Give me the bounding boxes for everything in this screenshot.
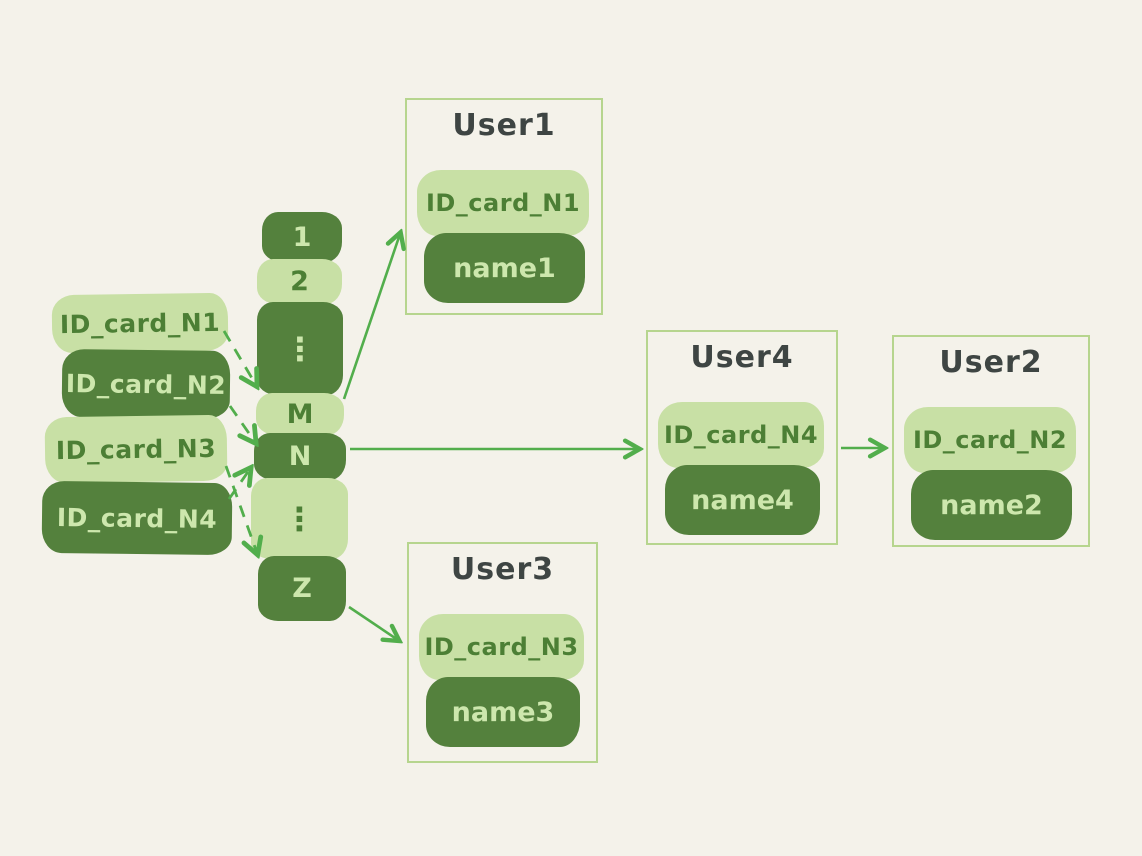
user4-name-pill: name4 bbox=[665, 465, 820, 535]
user-box-user1: User1 ID_card_N1 name1 bbox=[405, 98, 603, 315]
user2-title: User2 bbox=[939, 345, 1043, 380]
edge-bucket-z-to-user3 bbox=[348, 605, 398, 640]
user4-title: User4 bbox=[690, 340, 794, 375]
bucket-1: 1 bbox=[262, 212, 342, 262]
bucket-ellipsis-top: ⋮ bbox=[257, 302, 343, 395]
user1-name-pill: name1 bbox=[424, 233, 585, 303]
bucket-z: Z bbox=[258, 556, 346, 621]
user3-title: User3 bbox=[450, 552, 555, 587]
user3-id-card-pill: ID_card_N3 bbox=[419, 614, 584, 680]
bucket-2: 2 bbox=[257, 259, 342, 304]
user-box-user2: User2 ID_card_N2 name2 bbox=[892, 335, 1090, 547]
edge-idcard-n4-to-bucket-n bbox=[227, 469, 250, 500]
id-card-n1-pill: ID_card_N1 bbox=[51, 292, 229, 354]
edge-idcard-n2-to-bucket-n bbox=[228, 405, 255, 442]
user2-id-card-pill: ID_card_N2 bbox=[904, 407, 1076, 473]
user-box-user4: User4 ID_card_N4 name4 bbox=[646, 330, 838, 545]
id-card-n4-pill: ID_card_N4 bbox=[41, 480, 233, 556]
bucket-n: N bbox=[254, 433, 346, 480]
user2-name-pill: name2 bbox=[911, 470, 1072, 540]
bucket-ellipsis-bottom: ⋮ bbox=[251, 478, 348, 559]
user3-name-pill: name3 bbox=[426, 677, 580, 747]
user-box-user3: User3 ID_card_N3 name3 bbox=[407, 542, 598, 763]
id-card-n2-pill: ID_card_N2 bbox=[61, 348, 231, 420]
user1-id-card-pill: ID_card_N1 bbox=[417, 170, 589, 236]
edge-bucket-m-to-user1 bbox=[342, 234, 400, 400]
bucket-m: M bbox=[256, 393, 344, 435]
id-card-n3-pill: ID_card_N3 bbox=[44, 414, 228, 484]
user1-title: User1 bbox=[452, 108, 556, 143]
user4-id-card-pill: ID_card_N4 bbox=[658, 402, 824, 468]
